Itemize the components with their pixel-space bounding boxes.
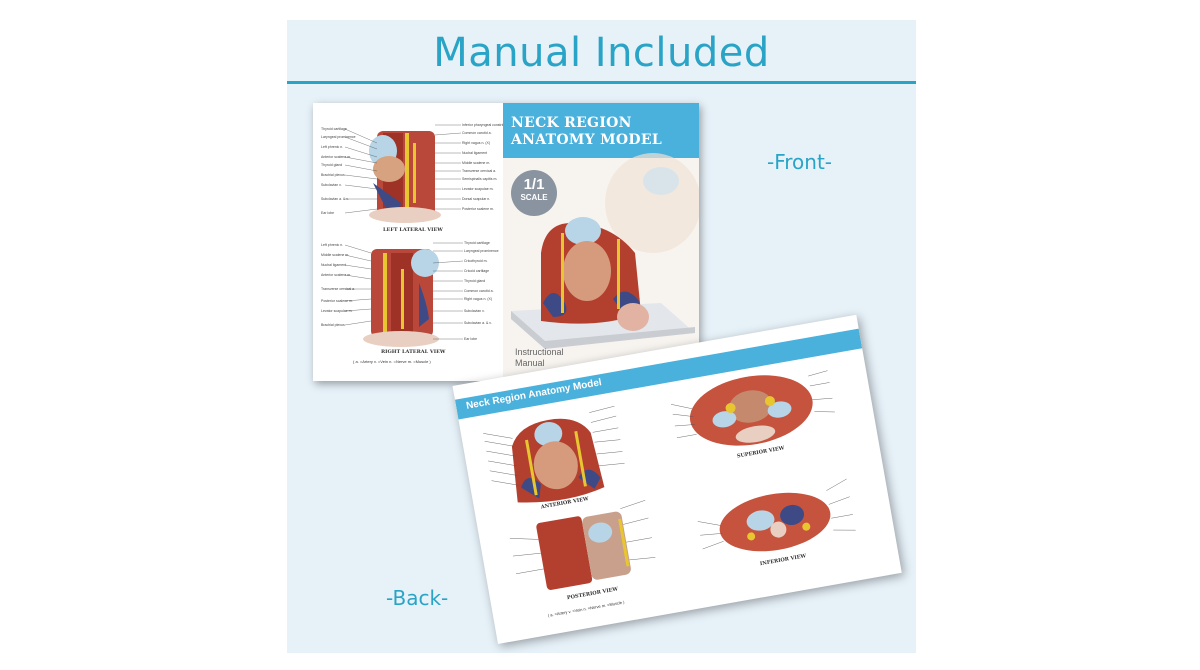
scale-badge: 1/1 SCALE: [511, 170, 557, 216]
label-rl-9: Ear lobe: [464, 337, 478, 341]
headline-rule: [287, 81, 916, 84]
label-ll-2: Nuchal ligament: [321, 263, 347, 267]
front-label: -Front-: [767, 150, 833, 174]
label-ru-2: Right vagus n. (X): [462, 141, 491, 145]
label-rl-7: Subclavian v.: [464, 309, 485, 313]
back-label: -Back-: [386, 586, 449, 610]
label-lu-3: Anterior scalene m.: [321, 155, 352, 159]
label-ll-6: Levator scapulae m.: [321, 309, 353, 313]
label-rl-2: Cricothyroid m.: [464, 259, 488, 263]
label-lu-6: Subclavian v.: [321, 183, 342, 187]
front-legend: ( a. =Artery v. =Vein n. =Nerve m. =Musc…: [353, 359, 431, 364]
anterior-view-figure: [511, 418, 605, 503]
label-lu-1: Laryngeal prominence: [321, 135, 356, 139]
headline: Manual Included: [433, 30, 770, 76]
label-rl-3: Cricoid cartilage: [464, 269, 490, 273]
cover-banner: [503, 103, 699, 158]
inferior-view-figure: [719, 492, 831, 552]
cover-title: NECK REGION ANATOMY MODEL: [511, 115, 696, 149]
scale-badge-value: 1/1: [523, 176, 545, 193]
label-rl-6: Right vagus n. (X): [464, 297, 493, 301]
superior-view-figure: [689, 375, 813, 446]
cover-title-line1: NECK REGION: [511, 115, 632, 131]
label-ru-6: Semispinalis capitis m.: [462, 177, 498, 181]
model-photo: [511, 153, 699, 349]
front-cover-column: NECK REGION ANATOMY MODEL 1/1 SCALE Inst…: [503, 103, 699, 381]
label-ru-4: Middle scalene m.: [462, 161, 491, 165]
label-ru-9: Posterior scalene m.: [462, 207, 494, 211]
posterior-view-figure: [536, 511, 631, 590]
right-lateral-view-figure: [363, 249, 439, 347]
manual-caption: Instructional Manual: [515, 347, 595, 369]
label-ll-3: Anterior scalene m.: [321, 273, 352, 277]
label-lu-0: Thyroid cartilage: [321, 127, 347, 131]
manual-back-page: Neck Region Anatomy Model: [452, 314, 902, 644]
label-rl-5: Common carotid a.: [464, 289, 494, 293]
label-ll-4: Transverse cervical a.: [321, 287, 356, 291]
label-lu-2: Left phrenic n.: [321, 145, 344, 149]
left-lateral-view-caption: LEFT LATERAL VIEW: [383, 227, 443, 233]
label-lu-8: Ear lobe: [321, 211, 335, 215]
label-lu-4: Thyroid gland: [321, 163, 343, 167]
cover-title-line2: ANATOMY MODEL: [511, 132, 662, 148]
front-diagram-column: Thyroid cartilage Laryngeal prominence L…: [313, 103, 513, 381]
manual-front-page: Thyroid cartilage Laryngeal prominence L…: [313, 103, 699, 381]
manual-caption-line2: Manual: [515, 358, 545, 368]
right-lateral-view-caption: RIGHT LATERAL VIEW: [381, 349, 446, 355]
back-illustrations: [483, 370, 856, 590]
manual-caption-line1: Instructional: [515, 347, 564, 357]
label-ll-1: Middle scalene m.: [321, 253, 350, 257]
label-ru-5: Transverse cervical a.: [462, 169, 497, 173]
label-ru-3: Nuchal ligament: [462, 151, 488, 155]
label-lu-7: Subclavian a. & v.: [321, 197, 349, 201]
label-lu-5: Brachial plexus: [321, 173, 345, 177]
scale-badge-text: SCALE: [520, 193, 548, 202]
label-ru-0: Inferior pharyngeal constrictor m.: [462, 123, 514, 127]
label-rl-4: Thyroid gland: [464, 279, 486, 283]
label-ru-8: Dorsal scapular n.: [462, 197, 491, 201]
label-ll-5: Posterior scalene m.: [321, 299, 353, 303]
label-ll-0: Left phrenic n.: [321, 243, 344, 247]
label-rl-1: Laryngeal prominence: [464, 249, 499, 253]
label-ru-1: Common carotid a.: [462, 131, 492, 135]
label-rl-8: Subclavian a. & v.: [464, 321, 492, 325]
label-rl-0: Thyroid cartilage: [464, 241, 490, 245]
left-lateral-view-figure: [369, 131, 441, 223]
label-ru-7: Levator scapulae m.: [462, 187, 494, 191]
lateral-views-illustration: [344, 124, 464, 347]
label-ll-7: Brachial plexus: [321, 323, 345, 327]
